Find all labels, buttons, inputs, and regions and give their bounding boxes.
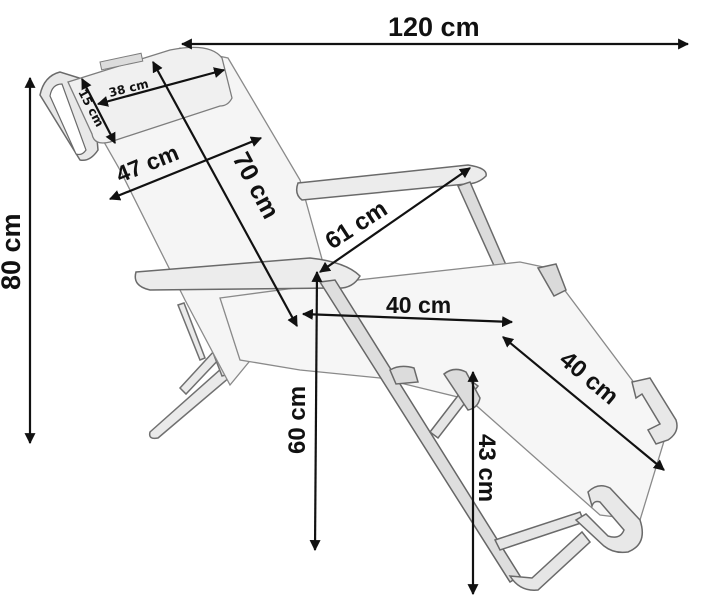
label-overall-length: 120 cm (388, 12, 480, 42)
dim-line-backrest-length (152, 61, 298, 327)
label-seat-height: 43 cm (473, 434, 500, 502)
dim-line-pillow-height (81, 78, 116, 144)
back-armrest (295, 164, 507, 272)
dim-line-armrest-diagonal (319, 167, 471, 273)
base-frame (389, 365, 592, 591)
lounger-illustration (39, 46, 678, 591)
dim-line-leg-rest-length (502, 336, 665, 471)
label-overall-height: 80 cm (0, 213, 26, 290)
label-seat-width: 40 cm (386, 292, 451, 318)
dim-line-seat-width (301, 308, 514, 328)
label-armrest-height: 60 cm (284, 386, 311, 454)
dimension-lines (24, 38, 690, 596)
dim-line-armrest-height (309, 270, 323, 552)
